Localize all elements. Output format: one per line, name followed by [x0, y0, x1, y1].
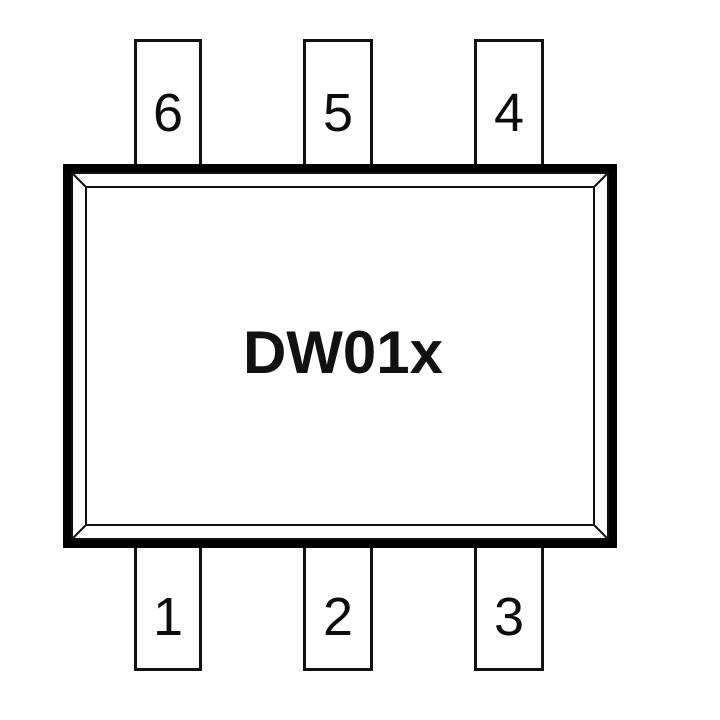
package-body-bevel — [71, 172, 609, 540]
pin-2[interactable]: 2 — [303, 544, 373, 671]
pin-2-number: 2 — [322, 587, 354, 647]
pin-4[interactable]: 4 — [474, 39, 544, 168]
pin-4-number: 4 — [493, 83, 525, 143]
pin-3[interactable]: 3 — [474, 544, 544, 671]
pin-6-number: 6 — [152, 83, 184, 143]
pin-5-number: 5 — [322, 83, 354, 143]
pin-6[interactable]: 6 — [134, 39, 202, 168]
pin-1[interactable]: 1 — [134, 544, 202, 671]
package-body-outline: DW01x — [63, 164, 617, 548]
pin-3-number: 3 — [493, 587, 525, 647]
pin-5[interactable]: 5 — [303, 39, 373, 168]
pin-1-number: 1 — [152, 587, 184, 647]
